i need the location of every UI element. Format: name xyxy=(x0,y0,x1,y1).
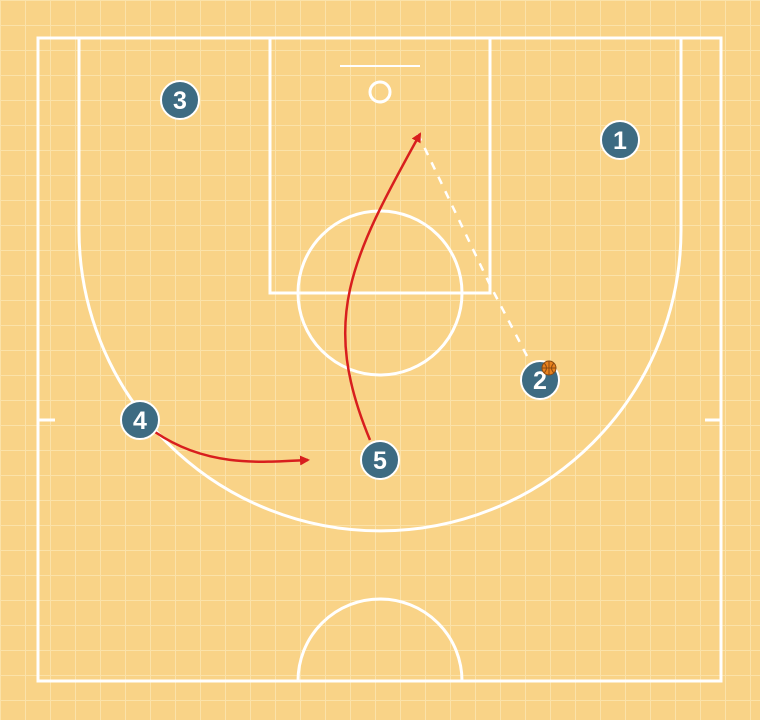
player-3-label: 3 xyxy=(173,87,187,115)
cut-arrow-player-5 xyxy=(344,132,422,441)
player-2[interactable]: 2 xyxy=(520,360,560,400)
player-4-label: 4 xyxy=(133,407,147,435)
player-5-marker xyxy=(360,440,400,480)
basketball-icon xyxy=(541,360,557,376)
player-5[interactable]: 5 xyxy=(360,440,400,480)
move-arrow-player-4 xyxy=(154,430,310,466)
court-lines xyxy=(36,36,723,683)
player-3-marker xyxy=(160,80,200,120)
three-point-line xyxy=(77,38,683,533)
paint-lane xyxy=(268,36,492,295)
player-4[interactable]: 4 xyxy=(120,400,160,440)
player-4-marker xyxy=(120,400,160,440)
player-1-label: 1 xyxy=(613,127,627,155)
player-5-label: 5 xyxy=(373,447,387,475)
player-1[interactable]: 1 xyxy=(600,120,640,160)
player-1-marker xyxy=(600,120,640,160)
pass-line-2-to-5 xyxy=(416,133,529,357)
basket-rim xyxy=(368,80,392,104)
player-2-label: 2 xyxy=(533,367,547,395)
player-3[interactable]: 3 xyxy=(160,80,200,120)
center-circle xyxy=(296,597,464,682)
